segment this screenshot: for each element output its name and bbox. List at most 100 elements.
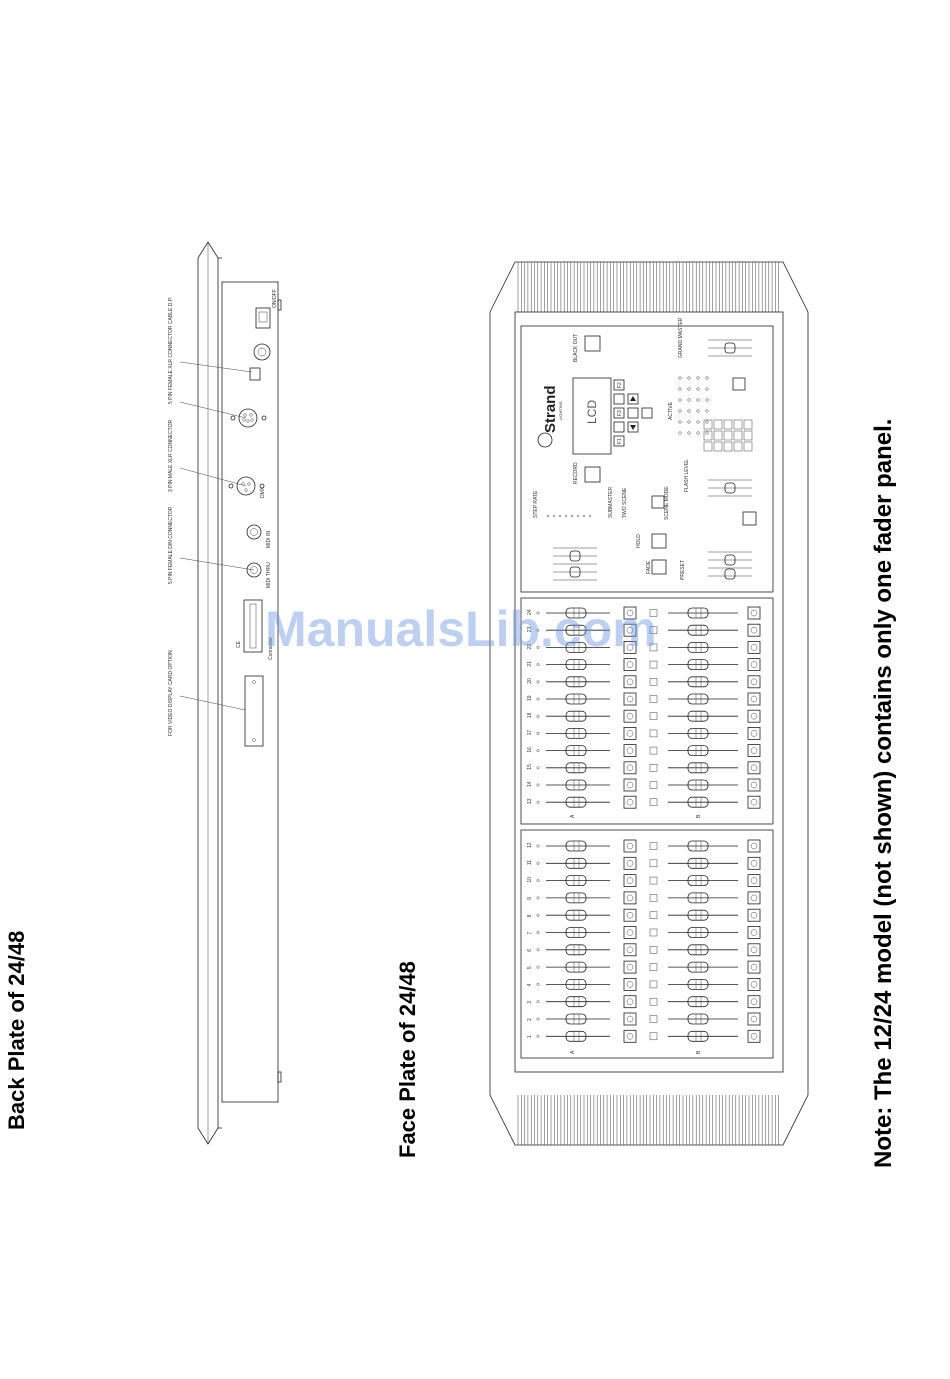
flash-button-ring — [626, 963, 634, 971]
flash-button-ring — [750, 946, 758, 954]
mini-fader-knob — [569, 550, 581, 562]
indicator-led — [696, 420, 700, 424]
scene-mode-button[interactable] — [651, 495, 665, 509]
channel-number: 14 — [527, 781, 533, 787]
callout-video-card: FOR VIDEO DISPLAY CARD OPTION — [168, 650, 174, 736]
channel-number-box — [649, 626, 658, 634]
channel-led — [536, 896, 540, 900]
flash-button — [747, 995, 761, 1009]
svg-text:SUBMASTER: SUBMASTER — [608, 486, 614, 518]
channel-number: 6 — [527, 949, 533, 952]
flash-button — [623, 675, 637, 689]
memory-key — [723, 419, 733, 430]
flash-button — [747, 727, 761, 740]
record-button[interactable] — [584, 466, 601, 483]
f2-key[interactable] — [613, 379, 625, 391]
flash-button-ring — [750, 798, 758, 806]
master-button[interactable] — [732, 377, 746, 391]
flash-button — [747, 692, 761, 706]
channel-number-box — [649, 894, 658, 902]
flash-button — [623, 727, 637, 740]
flash-button-ring — [750, 911, 758, 919]
flash-button — [747, 1029, 761, 1043]
flash-button — [623, 891, 637, 905]
blackout-button[interactable] — [584, 335, 601, 352]
f3-key[interactable] — [613, 407, 625, 419]
fader-knob — [565, 961, 587, 973]
plus-key[interactable] — [641, 407, 653, 419]
svg-text:A: A — [570, 1050, 576, 1054]
flash-button — [747, 839, 761, 853]
channel-number: 16 — [527, 747, 533, 753]
fader-knob — [687, 892, 709, 904]
enter-key[interactable] — [627, 407, 639, 419]
indicator-led — [687, 398, 691, 402]
indicator-led — [696, 431, 700, 435]
memory-key — [723, 430, 733, 441]
fader-panel-upper — [520, 597, 774, 825]
switch-label: ON/OFF — [272, 289, 278, 308]
fader-knob — [565, 892, 587, 904]
indicator-led — [705, 431, 709, 435]
indicator-led — [687, 420, 691, 424]
control-section-details — [547, 339, 753, 581]
f1-key[interactable] — [613, 435, 625, 447]
channel-led — [536, 645, 540, 649]
flash-button-ring — [626, 747, 634, 754]
fader-knob — [565, 857, 587, 869]
channel-led — [536, 697, 540, 701]
fader-knob — [565, 1030, 587, 1042]
channel-led — [536, 783, 540, 787]
fader-knob — [687, 944, 709, 956]
indicator-led — [678, 409, 682, 413]
indicator-led — [705, 398, 709, 402]
memory-key — [713, 419, 723, 430]
memory-key — [713, 430, 723, 441]
housing-ribs — [517, 262, 779, 1145]
memory-key — [713, 441, 723, 452]
flash-button-ring — [750, 661, 758, 668]
channel-number-box — [649, 963, 658, 971]
indicator-led — [696, 398, 700, 402]
svg-text:F1: F1 — [617, 438, 623, 444]
channel-number: 18 — [527, 712, 533, 718]
mini-fader-knob — [724, 342, 736, 354]
fade-button[interactable] — [651, 559, 667, 575]
fader-knob — [565, 607, 587, 619]
flash-mode-button[interactable] — [742, 511, 757, 526]
flash-button-ring — [626, 981, 634, 988]
channel-number-box — [649, 764, 658, 772]
channel-number: 19 — [527, 695, 533, 701]
fader-knob — [687, 961, 709, 973]
svg-text:BLACK OUT: BLACK OUT — [573, 334, 579, 362]
channel-led — [536, 1000, 540, 1004]
flash-button-ring — [750, 929, 758, 936]
flash-button-ring — [750, 1033, 758, 1040]
flash-button-ring — [626, 877, 634, 884]
channel-number: 23 — [527, 626, 533, 632]
channel-number: 4 — [527, 983, 533, 986]
flash-button-ring — [750, 842, 758, 850]
arrow-left-key[interactable] — [627, 421, 639, 433]
flash-button-ring — [626, 678, 634, 686]
arrow-right-key[interactable] — [627, 393, 639, 405]
flash-button-ring — [750, 781, 758, 789]
channel-led — [536, 663, 540, 667]
hold-button[interactable] — [651, 533, 667, 549]
channel-number-box — [649, 609, 658, 617]
indicator-led — [705, 409, 709, 413]
fader-knob — [565, 796, 587, 808]
flash-button-ring — [626, 1033, 634, 1040]
indicator-led — [705, 376, 709, 380]
flash-button — [747, 761, 761, 775]
fader-knob — [687, 979, 709, 990]
fader-knob — [687, 745, 709, 756]
fader-knob — [687, 693, 709, 705]
fader-knob — [687, 624, 709, 636]
channel-number: 24 — [527, 609, 533, 615]
flash-button-ring — [626, 609, 634, 617]
flash-button-ring — [626, 998, 634, 1005]
indicator-led — [705, 387, 709, 391]
indicator-led — [678, 431, 682, 435]
callout-5pin-xlr: 5 PIN FEMALE XLR CONNECTOR CABLE D.P. — [168, 297, 174, 404]
